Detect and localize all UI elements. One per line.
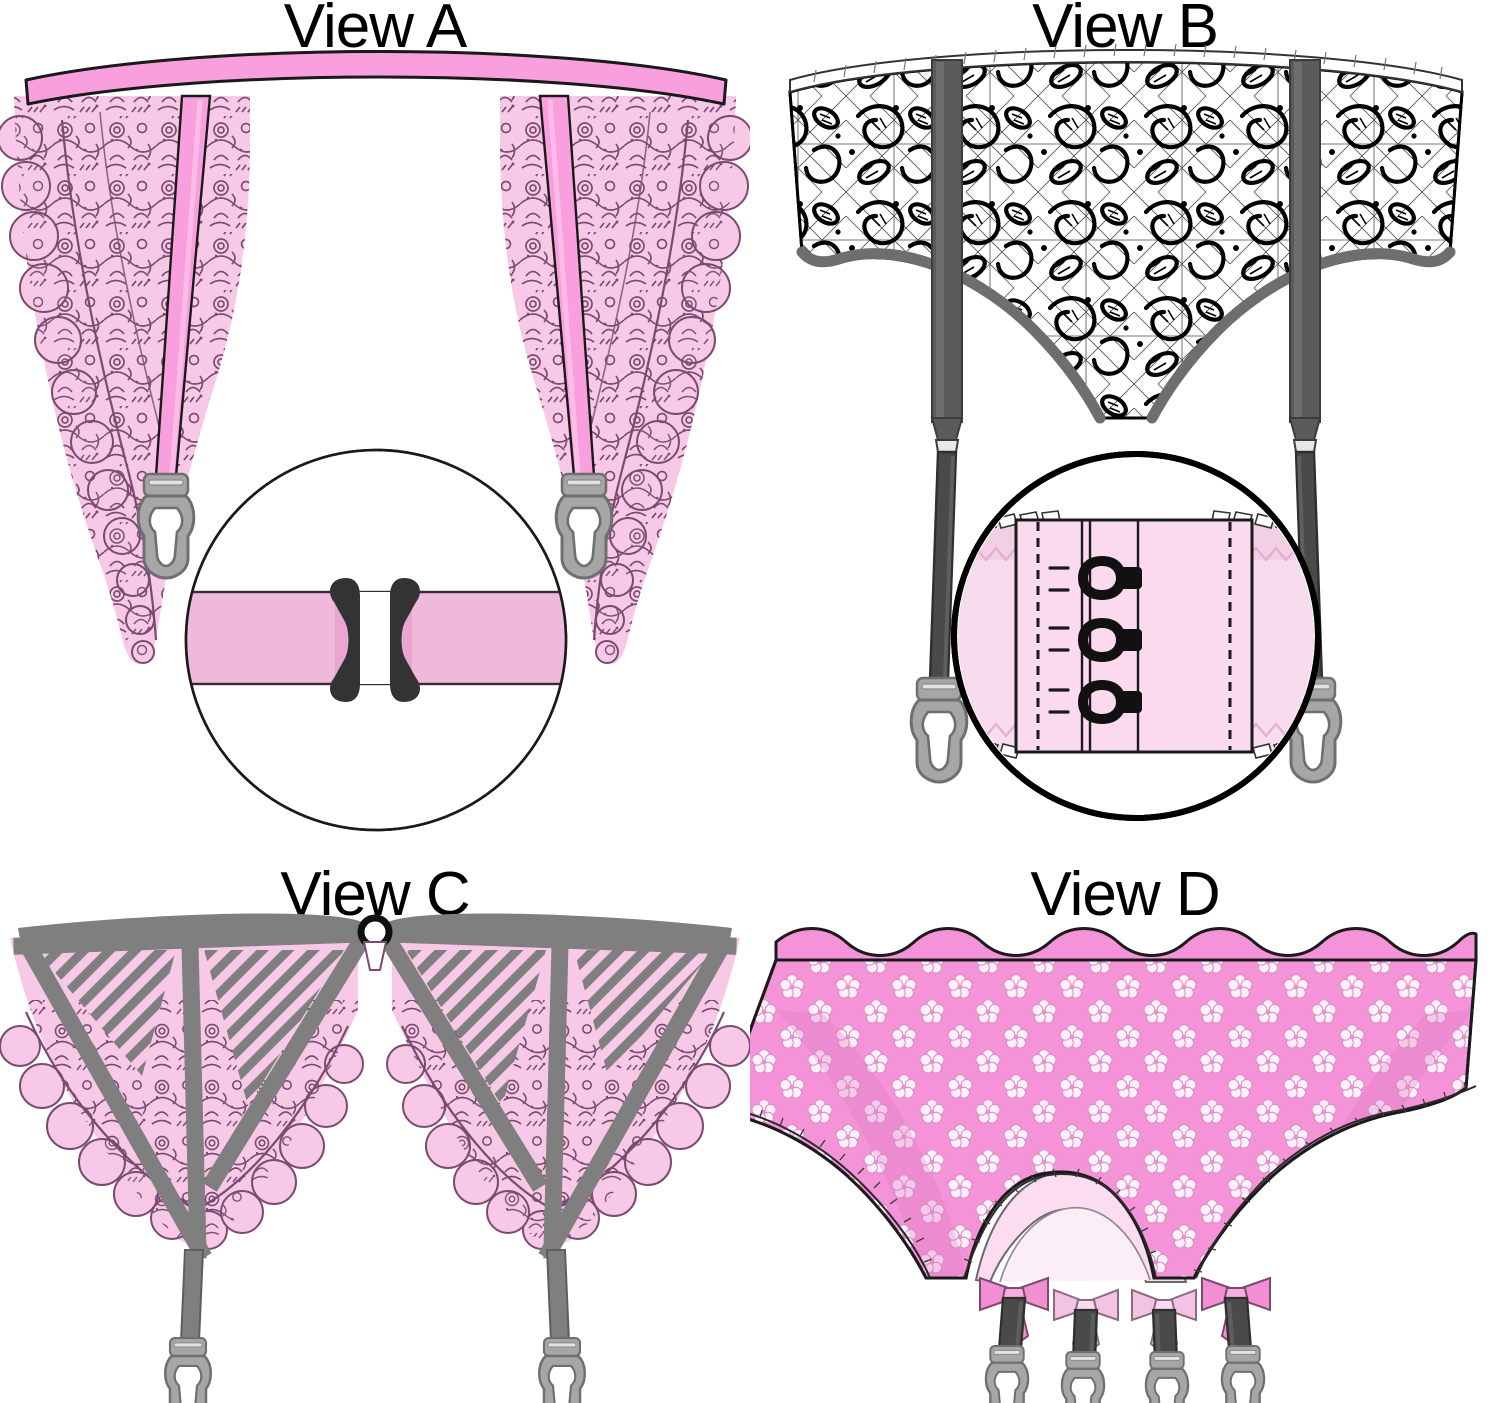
garter-clip-outer-right — [1220, 1345, 1266, 1403]
mesh-panel-left-outer — [36, 950, 176, 1076]
garter-clip-left — [909, 676, 969, 784]
garter-clip-outer-left — [984, 1345, 1030, 1403]
strap-tab-right — [1289, 59, 1321, 423]
view-b-title: View B — [1032, 0, 1219, 61]
garter-clip-left — [164, 1336, 212, 1403]
scalloped-top-edge — [774, 927, 1478, 962]
center-front-ring — [357, 914, 393, 971]
view-d-title: View D — [1030, 860, 1220, 929]
view-a-artwork — [0, 0, 750, 850]
view-d-artwork — [750, 850, 1500, 1403]
mesh-panel-right-outer — [574, 950, 714, 1076]
leg-picot-ticks — [759, 1081, 1467, 1273]
garter-clip-right — [554, 472, 614, 580]
view-a-panel: View A — [0, 0, 750, 850]
view-c-artwork — [0, 850, 750, 1403]
garter-clip-inner-right — [1144, 1351, 1190, 1403]
view-c-panel: View C — [0, 850, 750, 1403]
waist-strapping — [18, 913, 732, 950]
garter-clip-left — [136, 472, 196, 580]
lace-wing-left — [0, 96, 250, 664]
strap-junction-left — [930, 417, 964, 453]
view-b-panel: View B — [750, 0, 1500, 850]
view-a-title: View A — [283, 0, 467, 61]
strap-junction-right — [1288, 417, 1322, 453]
strap-tab-left — [931, 59, 963, 423]
garter-clip-right — [538, 1336, 586, 1403]
view-d-panel: View D — [750, 850, 1500, 1403]
waistband — [24, 50, 728, 106]
mesh-panel-left-inner — [204, 950, 344, 1106]
leg-binding — [796, 246, 1456, 424]
detail-circle-slider — [184, 448, 568, 832]
view-b-artwork — [750, 0, 1500, 850]
garter-clip-inner-left — [1060, 1351, 1106, 1403]
lace-brief-body — [788, 60, 1464, 420]
mesh-panel-right-inner — [406, 950, 546, 1106]
detail-circle-hook-and-eye — [951, 451, 1321, 821]
